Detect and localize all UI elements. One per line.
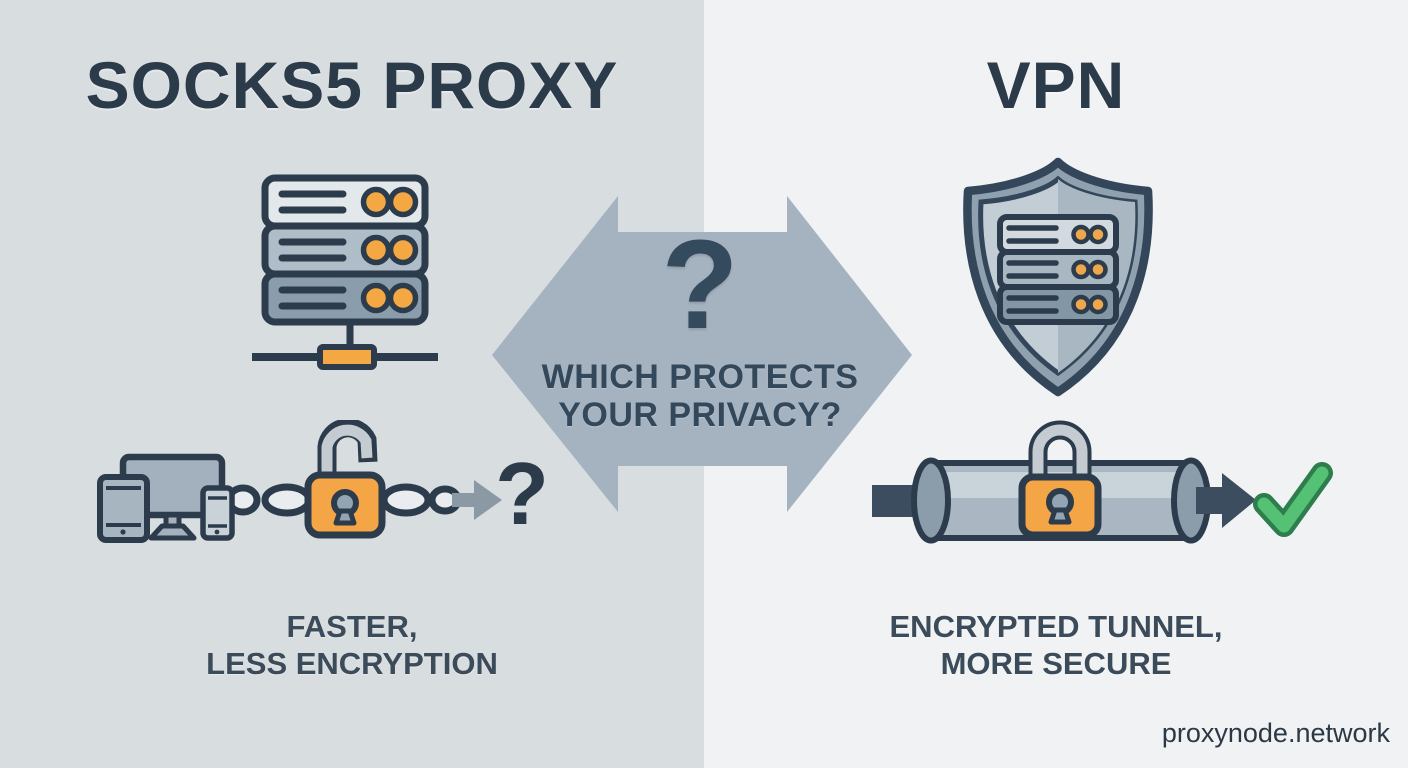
center-question-line2: YOUR PRIVACY? [558,396,842,434]
double-arrow-shape [492,196,912,512]
center-question-line1: WHICH PROTECTS [541,358,859,396]
watermark: proxynode.network [1161,718,1390,748]
socks5-caption-line2: LESS ENCRYPTION [206,646,498,681]
multi-devices-icon [97,453,235,543]
vpn-title: VPN [986,48,1126,122]
chain-links-icon [225,483,462,517]
shield-server-icon [963,157,1153,397]
socks5-caption: FASTER, LESS ENCRYPTION [0,608,704,682]
center-arrow-banner: ? WHICH PROTECTS YOUR PRIVACY? [480,190,916,522]
server-stack-icon [252,174,438,370]
closed-padlock-icon [1018,420,1102,539]
checkmark-icon [1253,462,1333,537]
socks5-proxy-title: SOCKS5 PROXY [85,48,619,122]
tablet-icon [97,474,150,543]
flow-arrow-icon [452,480,502,520]
shield-server-slats [997,214,1119,325]
vpn-caption-line2: MORE SECURE [940,646,1172,681]
vpn-caption: ENCRYPTED TUNNEL, MORE SECURE [704,608,1408,682]
server-network-connector [252,322,438,370]
center-question-mark: ? [661,214,739,355]
left-question-mark: ? [495,444,549,543]
socks5-caption-line1: FASTER, [286,609,418,644]
vpn-caption-line1: ENCRYPTED TUNNEL, [889,609,1223,644]
center-question-text: WHICH PROTECTS YOUR PRIVACY? [484,358,916,434]
tunnel-exit-arrow [1196,473,1256,528]
devices-chain-unlocked-icon [97,420,502,543]
encrypted-tunnel-icon [872,420,1333,544]
phone-icon [200,485,235,541]
server-slats [261,174,429,326]
open-padlock-icon [304,420,386,539]
